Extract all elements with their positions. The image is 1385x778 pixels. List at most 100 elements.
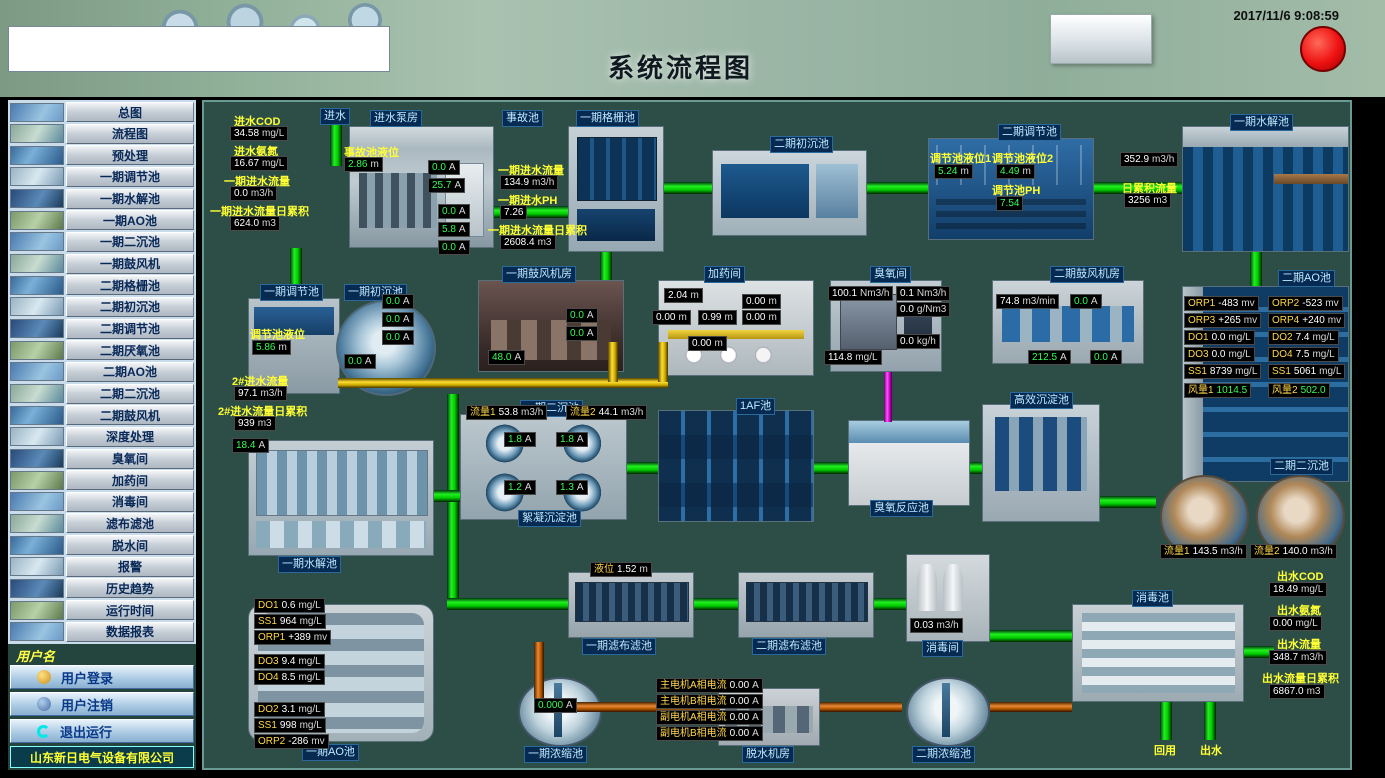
pipe	[1100, 496, 1156, 508]
exit-icon	[37, 724, 50, 738]
sidebar-item-10[interactable]: 二期初沉池	[10, 296, 194, 317]
value: -286	[288, 736, 309, 747]
sidebar-item-23[interactable]: 历史趋势	[10, 578, 194, 599]
value-label: ORP3	[1188, 315, 1216, 326]
value-label: 风量1	[1188, 385, 1214, 396]
sidebar-item-4[interactable]: 一期调节池	[10, 166, 194, 187]
sidebar-item-5[interactable]: 一期水解池	[10, 188, 194, 209]
value-label: SS1	[1272, 366, 1291, 377]
value: 0.000	[538, 700, 564, 711]
sidebar-item-thumbnail	[10, 232, 64, 252]
sidebar-item-label: 一期鼓风机	[66, 253, 194, 274]
value: 0.00	[692, 338, 712, 349]
sidebar-item-8[interactable]: 一期鼓风机	[10, 253, 194, 274]
sidebar-item-13[interactable]: 二期AO池	[10, 361, 194, 382]
value-unit: A	[458, 206, 466, 217]
sidebar-item-12[interactable]: 二期厌氧池	[10, 340, 194, 361]
sidebar-item-label: 一期二沉池	[66, 231, 194, 252]
sidebar-item-16[interactable]: 深度处理	[10, 426, 194, 447]
sidebar-item-11[interactable]: 二期调节池	[10, 318, 194, 339]
value-unit: m3/h	[532, 177, 555, 188]
phase1-secondary-sed-pool	[460, 414, 627, 520]
sidebar-item-24[interactable]: 运行时间	[10, 600, 194, 621]
pipe	[1160, 702, 1172, 740]
sidebar-item-14[interactable]: 二期二沉池	[10, 383, 194, 404]
value-unit: m	[678, 312, 687, 323]
sidebar-item-1[interactable]: 总图	[10, 102, 194, 122]
sidebar-list: 总图流程图预处理一期调节池一期水解池一期AO池一期二沉池一期鼓风机二期格栅池二期…	[8, 100, 196, 644]
sidebar-item-25[interactable]: 数据报表	[10, 621, 194, 642]
value: 6867.0	[1273, 686, 1304, 697]
sidebar-item-19[interactable]: 消毒间	[10, 491, 194, 512]
equipment-label: 二期AO池	[1278, 270, 1335, 287]
sidebar-item-9[interactable]: 二期格栅池	[10, 275, 194, 296]
sidebar-item-label: 滤布滤池	[66, 513, 194, 534]
value-label: DO2	[258, 704, 279, 715]
sidebar-item-21[interactable]: 脱水间	[10, 535, 194, 556]
value: 1.3	[560, 482, 574, 493]
value: 964	[279, 616, 297, 627]
page-title: 系统流程图	[608, 53, 754, 83]
phase2-primary-sed-pool	[712, 150, 867, 236]
sidebar-item-6[interactable]: 一期AO池	[10, 210, 194, 231]
field-label: 出水氨氮	[1277, 605, 1321, 617]
value: 1.2	[508, 482, 522, 493]
sidebar-item-17[interactable]: 臭氧间	[10, 448, 194, 469]
login-icon	[37, 670, 51, 684]
field-label: 出水	[1200, 745, 1222, 757]
field-label: 出水流量	[1277, 639, 1321, 651]
sidebar-item-thumbnail	[10, 535, 64, 555]
field-label: 一期进水流量	[224, 176, 290, 188]
value-label: 副电机A相电流	[660, 712, 727, 723]
value: 0.00	[729, 712, 750, 723]
value-unit: mv	[1241, 298, 1255, 309]
phase1-grid-pool	[568, 126, 664, 252]
sidebar-item-3[interactable]: 预处理	[10, 145, 194, 166]
value-unit: A	[752, 728, 759, 739]
process-canvas: 进水进水泵房事故池一期格栅池二期初沉池二期调节池一期水解池一期调节池一期初沉池一…	[202, 100, 1352, 770]
user-button-2[interactable]: 用户注销	[10, 692, 194, 716]
equipment-label: 一期鼓风机房	[502, 266, 576, 283]
value-unit: m3/h	[1220, 546, 1243, 557]
sidebar-item-2[interactable]: 流程图	[10, 123, 194, 144]
field-label: 调节池液位	[250, 329, 305, 341]
pipe	[434, 490, 460, 502]
sidebar-item-7[interactable]: 一期二沉池	[10, 231, 194, 252]
value-label: DO2	[1272, 332, 1293, 343]
value-unit: mg/L	[1319, 366, 1342, 377]
value: 2.86	[348, 159, 368, 170]
sidebar-item-22[interactable]: 报警	[10, 556, 194, 577]
value: 0.00	[746, 296, 766, 307]
value: 0.0	[432, 162, 446, 173]
value: +240	[1302, 315, 1325, 326]
sidebar-item-20[interactable]: 滤布滤池	[10, 513, 194, 534]
sidebar-item-label: 二期二沉池	[66, 383, 194, 404]
user-button-1[interactable]: 用户登录	[10, 665, 194, 689]
sidebar-item-18[interactable]: 加药间	[10, 470, 194, 491]
value: 0.00	[1273, 618, 1293, 629]
pipe	[608, 342, 618, 382]
sidebar-item-label: 加药间	[66, 470, 194, 491]
sidebar-item-15[interactable]: 二期鼓风机	[10, 405, 194, 426]
pipe	[658, 342, 668, 382]
pipe	[1094, 182, 1182, 194]
alarm-lamp[interactable]	[1300, 26, 1346, 72]
user-button-3[interactable]: 退出运行	[10, 719, 194, 743]
value-unit: m	[960, 166, 969, 177]
value: 0.0	[900, 336, 914, 347]
sidebar-item-thumbnail	[10, 578, 64, 598]
value: 18.49	[1273, 584, 1299, 595]
value-label: ORP1	[1188, 298, 1216, 309]
value-unit: mv	[1325, 298, 1339, 309]
